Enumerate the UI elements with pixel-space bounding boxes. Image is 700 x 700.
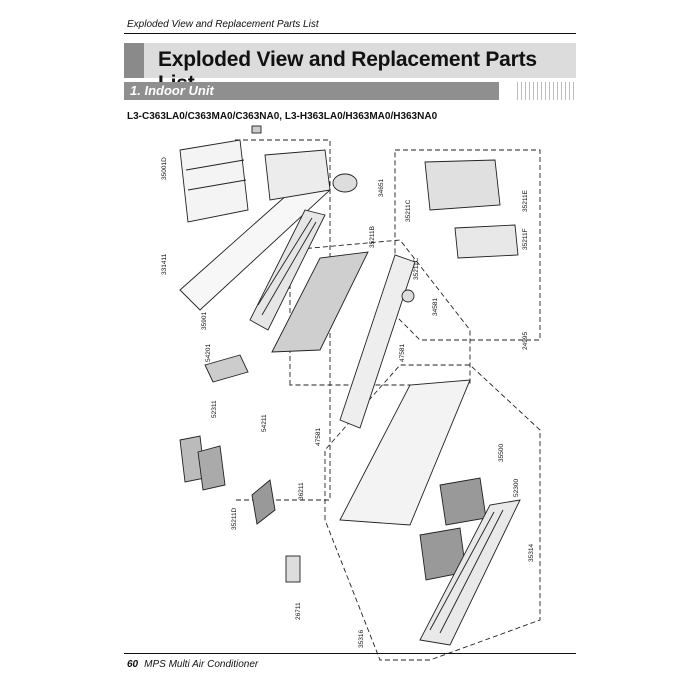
callout-label: 35211D <box>231 507 238 530</box>
decorative-stripes <box>517 82 575 100</box>
callout-label: 36211 <box>298 482 305 500</box>
air-filter-1 <box>439 477 487 526</box>
drain-pan <box>339 254 416 429</box>
callout-label: 34651 <box>378 179 385 197</box>
callout-label: 47581 <box>399 344 406 362</box>
filter-right <box>197 445 226 491</box>
running-header: Exploded View and Replacement Parts List <box>127 19 319 30</box>
header-rule <box>124 33 576 34</box>
callout-label: 26711 <box>295 602 302 620</box>
section-title: 1. Indoor Unit <box>130 83 214 98</box>
callout-label: 35211B <box>369 226 376 248</box>
title-bar: Exploded View and Replacement Parts List <box>124 43 576 95</box>
front-grille <box>339 379 471 526</box>
callout-label: 35001D <box>161 157 168 180</box>
callout-label: 35211C <box>405 199 412 222</box>
installation-plate <box>179 139 249 223</box>
callout-label: 35500 <box>498 444 505 462</box>
callout-label: 35314 <box>528 544 535 562</box>
footer: 60 MPS Multi Air Conditioner <box>127 659 258 670</box>
front-panel <box>419 499 521 646</box>
fan-motor <box>332 173 358 193</box>
title-bar-accent <box>124 43 144 78</box>
callout-label: 54211 <box>261 414 268 432</box>
footer-rule <box>124 653 576 654</box>
callout-label: 24995 <box>522 332 529 350</box>
page-number: 60 <box>127 659 139 670</box>
callout-label: 331411 <box>161 253 168 275</box>
footer-text: MPS Multi Air Conditioner <box>144 659 259 670</box>
model-numbers: L3-C363LA0/C363MA0/C363NA0, L3-H363LA0/H… <box>127 111 438 122</box>
callout-group: 35001D 331411 35901 54201 52311 54211 35… <box>161 157 535 648</box>
callout-label: 35316 <box>358 630 365 648</box>
callout-label: 52311 <box>211 400 218 418</box>
callout-label: 35901 <box>201 312 208 330</box>
pcb-cover <box>454 224 519 259</box>
callout-label: 52300 <box>513 479 520 497</box>
section-bar: 1. Indoor Unit <box>124 82 499 100</box>
remote-controller <box>285 555 301 583</box>
clip <box>251 125 262 134</box>
group-outline-control-box <box>394 149 541 341</box>
callout-label: 47581 <box>315 428 322 446</box>
callout-label: 54201 <box>205 344 212 362</box>
step-motor <box>401 289 415 303</box>
control-box <box>424 159 501 211</box>
callout-label: 35211C <box>413 257 420 280</box>
terminal-block <box>204 354 249 383</box>
thermistor <box>251 479 276 525</box>
callout-label: 35211F <box>522 228 529 250</box>
callout-label: 35211E <box>522 189 529 212</box>
cross-flow-fan <box>249 209 326 331</box>
evaporator <box>271 251 369 353</box>
callout-label: 34581 <box>432 298 439 316</box>
